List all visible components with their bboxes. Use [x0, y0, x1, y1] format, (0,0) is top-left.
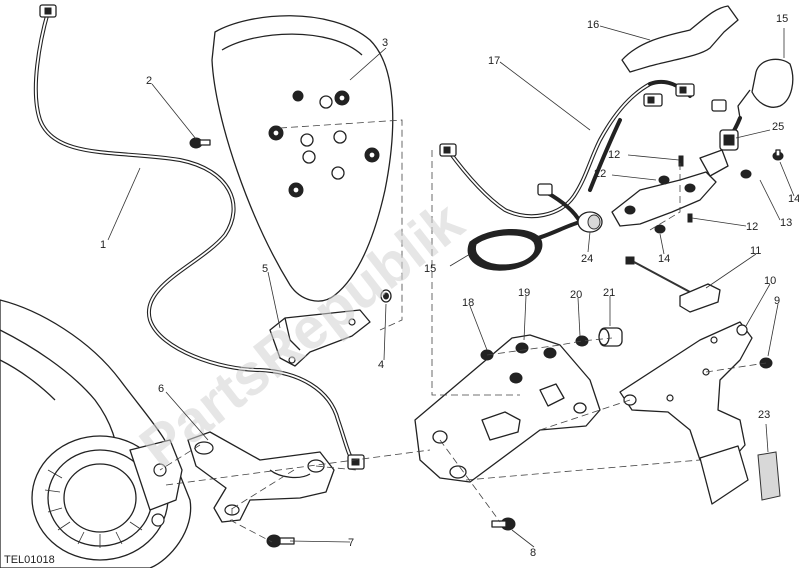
- grommet-24: [577, 211, 603, 233]
- bracket-5: [269, 309, 371, 367]
- label-25: 25: [772, 121, 784, 133]
- screw-12-bottom: [687, 213, 693, 223]
- label-23: 23: [758, 409, 770, 421]
- label-12-bottom: 12: [746, 221, 758, 233]
- screw-14-right: [772, 149, 784, 161]
- label-24: 24: [581, 253, 593, 265]
- callout-labels: 1 2 3 4 5 6 7 8 9 10 11 12 12 13 14 14 1…: [100, 13, 799, 559]
- label-7: 7: [348, 537, 354, 549]
- sensor-11: [625, 256, 721, 313]
- label-18: 18: [462, 297, 474, 309]
- reflector-23: [699, 445, 781, 505]
- label-15-top: 15: [776, 13, 788, 25]
- label-3: 3: [382, 37, 388, 49]
- lamp-bracket-22: [611, 149, 729, 227]
- cover-16: [621, 5, 739, 73]
- clip-25: [719, 129, 739, 151]
- harness-17: [439, 79, 727, 224]
- label-21: 21: [603, 287, 615, 299]
- label-11: 11: [750, 245, 761, 257]
- assembly-lines: [159, 119, 767, 543]
- bolt-2: [189, 137, 211, 149]
- swingarm-hub: [0, 299, 192, 568]
- label-16: 16: [587, 19, 599, 31]
- rubber-21: [598, 327, 623, 347]
- screw-4: [380, 289, 392, 303]
- label-13: 13: [780, 217, 792, 229]
- leader-lines: [107, 25, 795, 548]
- label-12-top: 12: [608, 149, 620, 161]
- label-20: 20: [570, 289, 582, 301]
- label-8: 8: [530, 547, 536, 559]
- label-2: 2: [146, 75, 152, 87]
- nut-20: [575, 335, 589, 347]
- label-19: 19: [518, 287, 530, 299]
- plate-holder-19: [414, 334, 601, 483]
- label-9: 9: [774, 295, 780, 307]
- mudguard-plate: [211, 15, 394, 302]
- label-22: 22: [594, 168, 606, 180]
- label-5: 5: [262, 263, 268, 275]
- label-1: 1: [100, 239, 106, 251]
- screw-14-left: [654, 224, 666, 234]
- diagram-code: TEL01018: [4, 554, 55, 566]
- nut-13: [740, 169, 752, 179]
- bolt-8: [491, 517, 516, 531]
- plate-bracket-10: [619, 321, 753, 463]
- label-15-centre: 15: [424, 263, 436, 275]
- label-14-left: 14: [658, 253, 670, 265]
- label-6: 6: [158, 383, 164, 395]
- lamp-15-top: [722, 58, 794, 148]
- lamp-15-centre: [467, 220, 582, 271]
- label-17: 17: [488, 55, 500, 67]
- label-14-right: 14: [788, 193, 799, 205]
- bolt-7: [266, 534, 295, 548]
- licence-light-cable: [33, 4, 365, 470]
- label-4: 4: [378, 359, 384, 371]
- label-10: 10: [764, 275, 776, 287]
